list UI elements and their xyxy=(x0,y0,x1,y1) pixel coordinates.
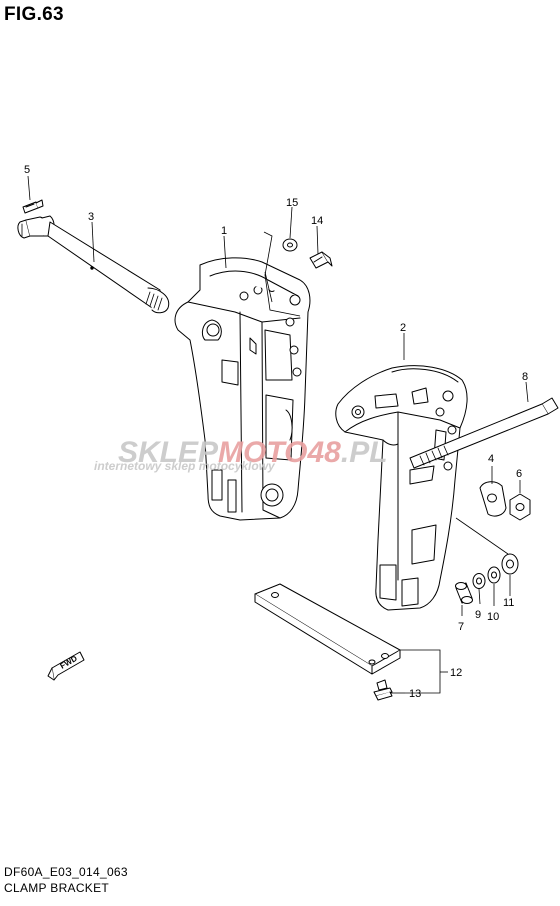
callout-3: 3 xyxy=(88,211,94,223)
model-code: DF60A_E03_014_063 xyxy=(4,865,128,879)
callout-11: 11 xyxy=(503,597,514,609)
callout-4: 4 xyxy=(488,453,494,465)
part-1-clamp-bracket xyxy=(174,257,311,521)
callout-12: 12 xyxy=(450,667,462,679)
part-14-bolt xyxy=(309,251,333,269)
part-8-bolt xyxy=(409,397,559,469)
callout-13: 13 xyxy=(409,688,421,700)
part-7-collar xyxy=(455,582,473,604)
part-6-nut xyxy=(509,493,531,521)
part-13-bolt xyxy=(373,679,393,701)
watermark-part-3: 48 xyxy=(306,436,341,469)
figure-title: FIG.63 xyxy=(4,4,64,25)
part-9-washer xyxy=(472,573,486,589)
watermark-logo: SKLEPMOTO48.PL xyxy=(118,436,388,469)
part-5-bolt xyxy=(22,199,44,214)
part-3-shaft xyxy=(17,215,170,314)
part-11-washer xyxy=(501,553,519,575)
callout-8: 8 xyxy=(522,371,528,383)
part-2-clamp-bracket xyxy=(335,365,468,611)
callout-7: 7 xyxy=(458,621,464,633)
fwd-arrow-icon xyxy=(47,651,85,681)
callout-15: 15 xyxy=(286,197,298,209)
part-4-plate xyxy=(479,481,507,517)
watermark: SKLEPMOTO48.PL internetowy sklep motocyk… xyxy=(94,436,388,473)
watermark-part-4: .PL xyxy=(341,436,388,469)
callout-14: 14 xyxy=(311,215,323,227)
callout-9: 9 xyxy=(475,609,481,621)
watermark-part-2: MOTO xyxy=(218,436,307,469)
callout-6: 6 xyxy=(516,468,522,480)
callout-2: 2 xyxy=(400,322,406,334)
watermark-part-1: SKLEP xyxy=(118,436,219,469)
part-15-washer xyxy=(282,238,298,252)
part-10-washer xyxy=(487,566,501,584)
callout-10: 10 xyxy=(487,611,499,623)
callout-1: 1 xyxy=(221,225,227,237)
figure-name: CLAMP BRACKET xyxy=(4,881,110,895)
watermark-tagline: internetowy sklep motocyklowy xyxy=(94,459,276,473)
callout-5: 5 xyxy=(24,164,30,176)
